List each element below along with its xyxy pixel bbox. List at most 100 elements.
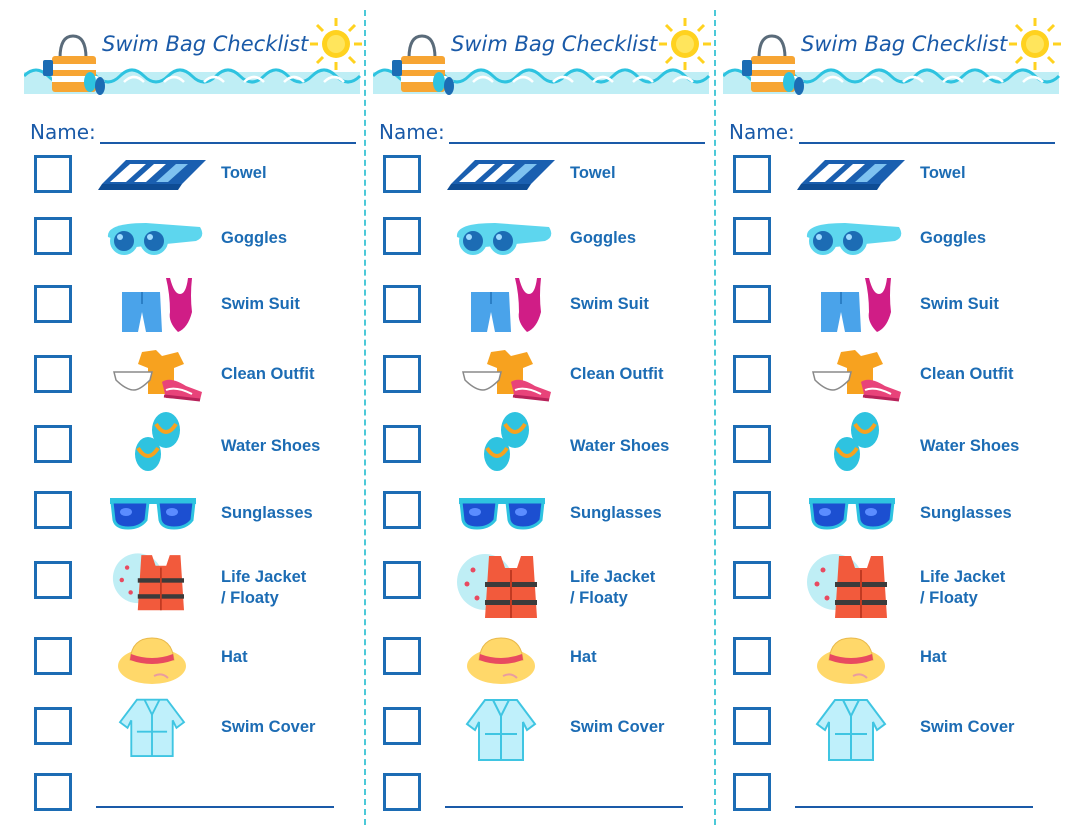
checkbox-sunglasses[interactable] [733, 491, 771, 529]
checkbox-clean-outfit[interactable] [34, 355, 72, 393]
beach-bag-icon [43, 34, 105, 95]
water-shoes-icon [484, 412, 529, 471]
towel-icon [447, 160, 555, 190]
sunglasses-icon [809, 498, 895, 530]
checkbox-blank[interactable] [34, 773, 72, 811]
blank-item-line[interactable] [96, 806, 334, 808]
item-label-hat: Hat [920, 648, 947, 666]
item-label-goggles: Goggles [920, 229, 987, 247]
item-label-clean-outfit: Clean Outfit [570, 365, 664, 383]
water-shoes-icon [834, 412, 879, 471]
item-label-swim-cover: Swim Cover [221, 718, 316, 736]
item-label-sunglasses: Sunglasses [920, 504, 1012, 522]
checkbox-swim-suit[interactable] [383, 285, 421, 323]
checkbox-goggles[interactable] [34, 217, 72, 255]
checkbox-sunglasses[interactable] [383, 491, 421, 529]
checkbox-towel[interactable] [34, 155, 72, 193]
hat-icon [118, 637, 186, 684]
item-label-swim-cover: Swim Cover [920, 718, 1015, 736]
item-label-towel: Towel [920, 164, 966, 182]
item-label-swim-cover: Swim Cover [570, 718, 665, 736]
item-label-sunglasses: Sunglasses [570, 504, 662, 522]
checkbox-blank[interactable] [733, 773, 771, 811]
item-label-towel: Towel [221, 164, 267, 182]
sun-icon [659, 18, 711, 70]
checkbox-swim-suit[interactable] [34, 285, 72, 323]
hat-icon [467, 637, 535, 684]
item-label-sunglasses: Sunglasses [221, 504, 313, 522]
item-label-clean-outfit: Clean Outfit [221, 365, 315, 383]
name-field-row: Name: [30, 120, 360, 146]
swimsuit-icon [821, 278, 891, 332]
item-label-hat: Hat [570, 648, 597, 666]
checkbox-swim-cover[interactable] [34, 707, 72, 745]
item-label-clean-outfit: Clean Outfit [920, 365, 1014, 383]
checklist-header: Swim Bag Checklist [723, 0, 1063, 100]
name-input-line[interactable] [100, 142, 356, 144]
item-label-towel: Towel [570, 164, 616, 182]
name-label: Name: [379, 120, 445, 144]
item-label-water-shoes: Water Shoes [920, 437, 1020, 455]
item-label-hat: Hat [221, 648, 248, 666]
checkbox-towel[interactable] [733, 155, 771, 193]
checkbox-life-jacket[interactable] [733, 561, 771, 599]
checkbox-hat[interactable] [34, 637, 72, 675]
water-shoes-icon [135, 412, 180, 471]
beach-bag-icon [392, 34, 454, 95]
sunglasses-icon [110, 498, 196, 530]
towel-icon [98, 160, 206, 190]
outfit-icon [812, 350, 901, 402]
life-jacket-icon [807, 554, 887, 618]
life-jacket-label-line2: / Floaty [221, 589, 279, 607]
item-label-goggles: Goggles [570, 229, 637, 247]
blank-item-line[interactable] [795, 806, 1033, 808]
sun-icon [1009, 18, 1061, 70]
checklist-header: Swim Bag Checklist [373, 0, 713, 100]
item-label-life-jacket: Life Jacket / Floaty [221, 567, 306, 609]
checkbox-swim-suit[interactable] [733, 285, 771, 323]
life-jacket-icon [112, 553, 184, 611]
checkbox-water-shoes[interactable] [383, 425, 421, 463]
life-jacket-label-line1: Life Jacket [920, 568, 1006, 586]
hat-icon [817, 637, 885, 684]
checklist-column: Swim Bag Checklist Name: Towel Goggles [373, 0, 723, 834]
item-label-goggles: Goggles [221, 229, 288, 247]
name-input-line[interactable] [449, 142, 705, 144]
checkbox-hat[interactable] [733, 637, 771, 675]
checkbox-towel[interactable] [383, 155, 421, 193]
swim-cover-icon [815, 699, 887, 761]
checkbox-sunglasses[interactable] [34, 491, 72, 529]
life-jacket-label-line2: / Floaty [920, 589, 978, 607]
item-label-life-jacket: Life Jacket / Floaty [570, 567, 655, 609]
name-label: Name: [729, 120, 795, 144]
blank-item-line[interactable] [445, 806, 683, 808]
cut-line-divider [364, 10, 366, 825]
name-label: Name: [30, 120, 96, 144]
checkbox-life-jacket[interactable] [383, 561, 421, 599]
goggles-icon [806, 223, 902, 255]
checkbox-life-jacket[interactable] [34, 561, 72, 599]
swim-cover-icon [118, 698, 186, 758]
page-title: Swim Bag Checklist [801, 32, 1008, 56]
checkbox-blank[interactable] [383, 773, 421, 811]
outfit-icon [113, 350, 202, 402]
item-label-swim-suit: Swim Suit [570, 295, 649, 313]
item-label-swim-suit: Swim Suit [920, 295, 999, 313]
swimsuit-icon [471, 278, 541, 332]
checkbox-clean-outfit[interactable] [383, 355, 421, 393]
checkbox-goggles[interactable] [733, 217, 771, 255]
goggles-icon [107, 223, 203, 255]
checklist-column: Swim Bag Checklist Name: Towel Goggles [723, 0, 1073, 834]
life-jacket-label-line1: Life Jacket [570, 568, 656, 586]
checkbox-hat[interactable] [383, 637, 421, 675]
checkbox-swim-cover[interactable] [733, 707, 771, 745]
checkbox-goggles[interactable] [383, 217, 421, 255]
checkbox-water-shoes[interactable] [733, 425, 771, 463]
name-input-line[interactable] [799, 142, 1055, 144]
checkbox-clean-outfit[interactable] [733, 355, 771, 393]
checkbox-swim-cover[interactable] [383, 707, 421, 745]
checkbox-water-shoes[interactable] [34, 425, 72, 463]
page-title: Swim Bag Checklist [102, 32, 309, 56]
life-jacket-label-line2: / Floaty [570, 589, 628, 607]
